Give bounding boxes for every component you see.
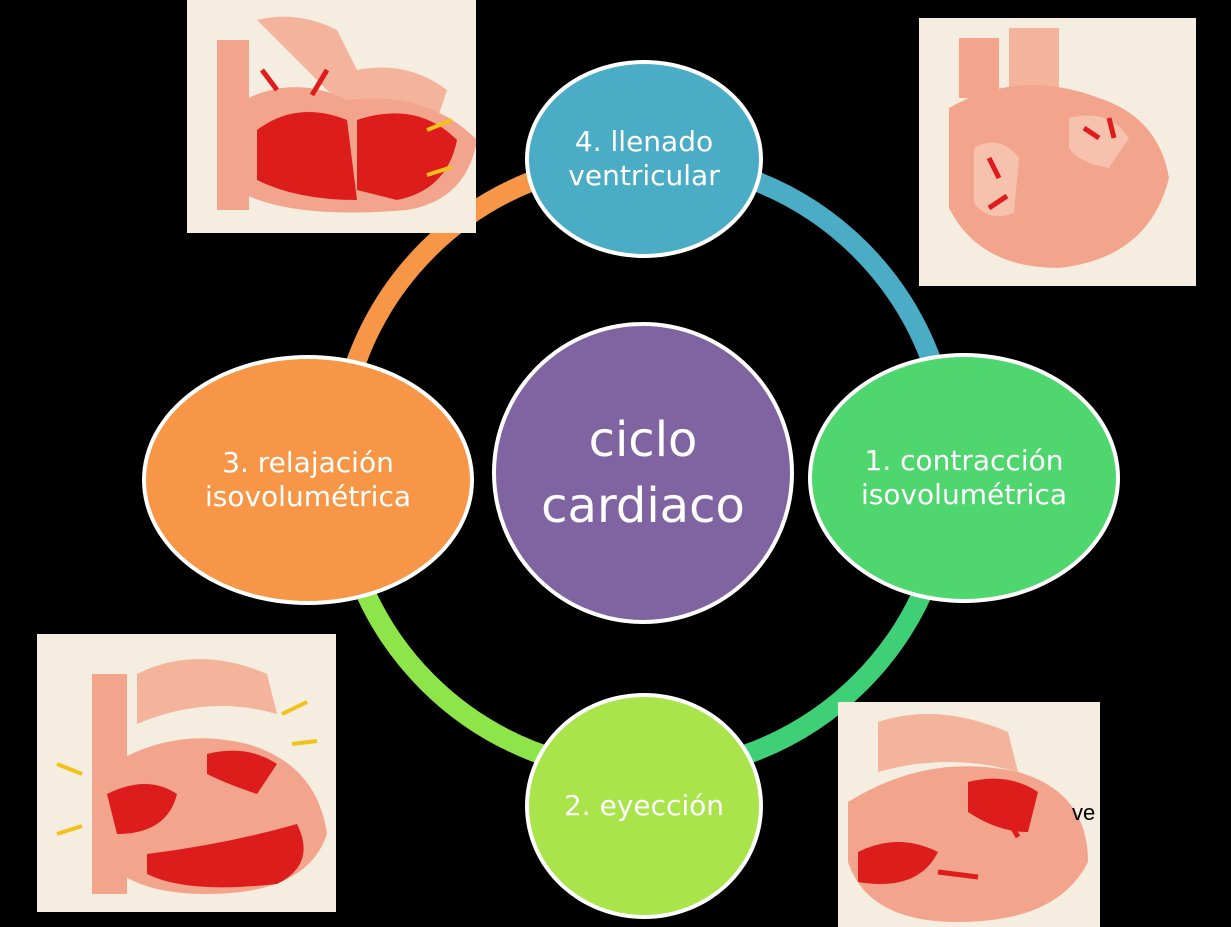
stage-label-contr-1: 1. contracción [865, 444, 1064, 478]
stage-label-llenado-2: ventricular [568, 159, 719, 193]
stage-node-relajacion-isovolumetrica: 3. relajación isovolumétrica [142, 355, 474, 605]
stage-label-llenado-1: 4. llenado [575, 125, 713, 159]
stage-node-eyeccion: 2. eyección [525, 693, 763, 919]
stray-text-fragment: ve [1072, 800, 1095, 826]
center-node-ciclo-cardiaco: ciclo cardiaco [492, 322, 794, 624]
stage-label-relaj-1: 3. relajación [222, 446, 394, 480]
heart-illustration-llenado [187, 0, 476, 233]
stage-label-contr-2: isovolumétrica [861, 478, 1067, 512]
center-label-line-1: ciclo [589, 407, 698, 473]
stage-node-contraccion-isovolumetrica: 1. contracción isovolumétrica [808, 353, 1120, 603]
heart-illustration-contraccion [919, 18, 1196, 286]
center-label-line-2: cardiaco [541, 473, 745, 539]
stage-node-llenado-ventricular: 4. llenado ventricular [525, 60, 763, 258]
stage-label-eyec-1: 2. eyección [564, 789, 724, 823]
stage-label-relaj-2: isovolumétrica [205, 480, 411, 514]
heart-illustration-relajacion [37, 634, 336, 912]
heart-illustration-eyeccion [838, 702, 1100, 927]
